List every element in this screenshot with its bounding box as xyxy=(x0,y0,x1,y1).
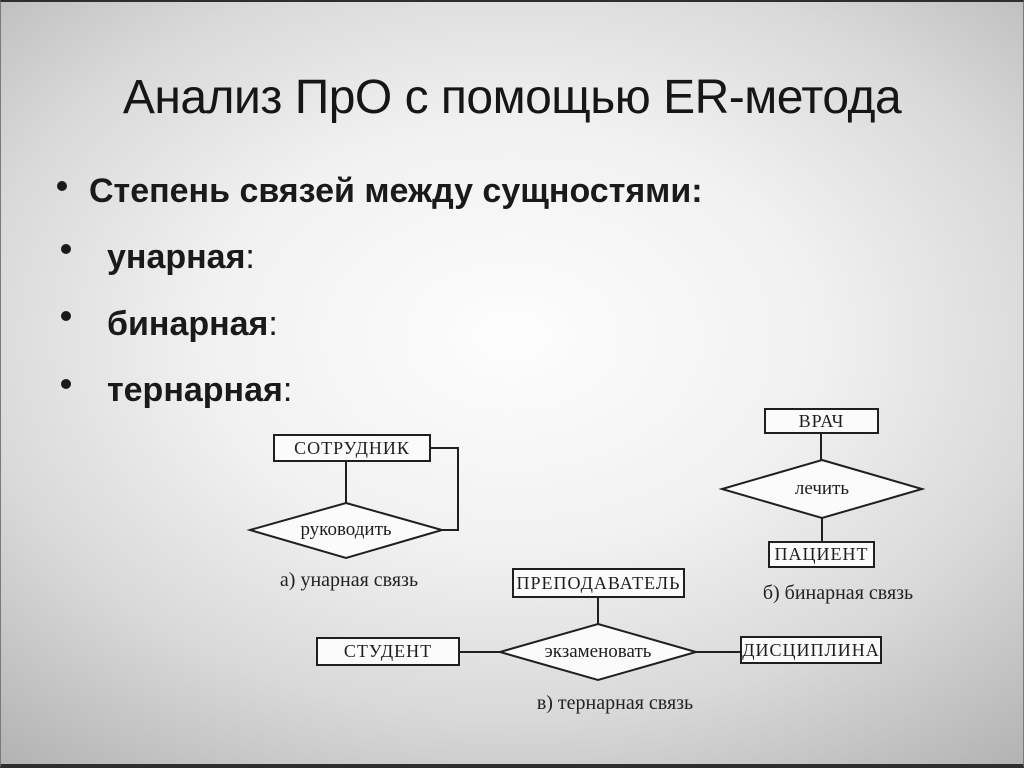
entity-box-prepodavatel: ПРЕПОДАВАТЕЛЬ xyxy=(512,568,685,598)
bullet-text: унарная xyxy=(107,238,246,276)
ternary-diagram-shapes xyxy=(459,597,741,682)
diagram-caption-unary: а) унарная связь xyxy=(279,569,419,591)
diagram-caption-ternary: в) тернарная связь xyxy=(536,692,694,714)
relation-label-ekzamenovat: экзаменовать xyxy=(544,641,652,662)
entity-box-disciplina: ДИСЦИПЛИНА xyxy=(740,636,882,664)
diagram-caption-binary: б) бинарная связь xyxy=(762,582,914,604)
bullet-text: Степень связей между сущностями: xyxy=(89,172,703,210)
entity-box-student: СТУДЕНТ xyxy=(316,637,460,666)
bullet-dot xyxy=(61,244,71,254)
bullet-item-binary: бинарная: xyxy=(107,305,278,344)
relation-label-lechit: лечить xyxy=(794,478,850,499)
bullet-text: бинарная xyxy=(107,305,269,343)
unary-diagram-shapes xyxy=(246,447,459,560)
entity-box-sotrudnik: СОТРУДНИК xyxy=(273,434,431,462)
bullet-suffix: : xyxy=(282,371,293,409)
entity-box-vrach: ВРАЧ xyxy=(764,408,879,434)
bullet-dot xyxy=(61,311,71,321)
connector-elbow-line xyxy=(430,447,459,531)
relation-label-rukovodit: руководить xyxy=(300,519,392,540)
bullet-item-degree: Степень связей между сущностями: xyxy=(89,172,703,211)
bullet-item-unary: унарная: xyxy=(107,238,255,277)
bullet-suffix: : xyxy=(268,305,278,343)
page-title: Анализ ПрО с помощью ER-метода xyxy=(122,71,902,124)
bullet-suffix: : xyxy=(245,238,255,276)
bullet-dot xyxy=(61,379,71,389)
bullet-text: тернарная xyxy=(107,371,283,409)
entity-box-pacient: ПАЦИЕНТ xyxy=(768,541,875,568)
bullet-dot xyxy=(57,181,67,191)
bullet-item-ternary: тернарная: xyxy=(107,371,292,410)
